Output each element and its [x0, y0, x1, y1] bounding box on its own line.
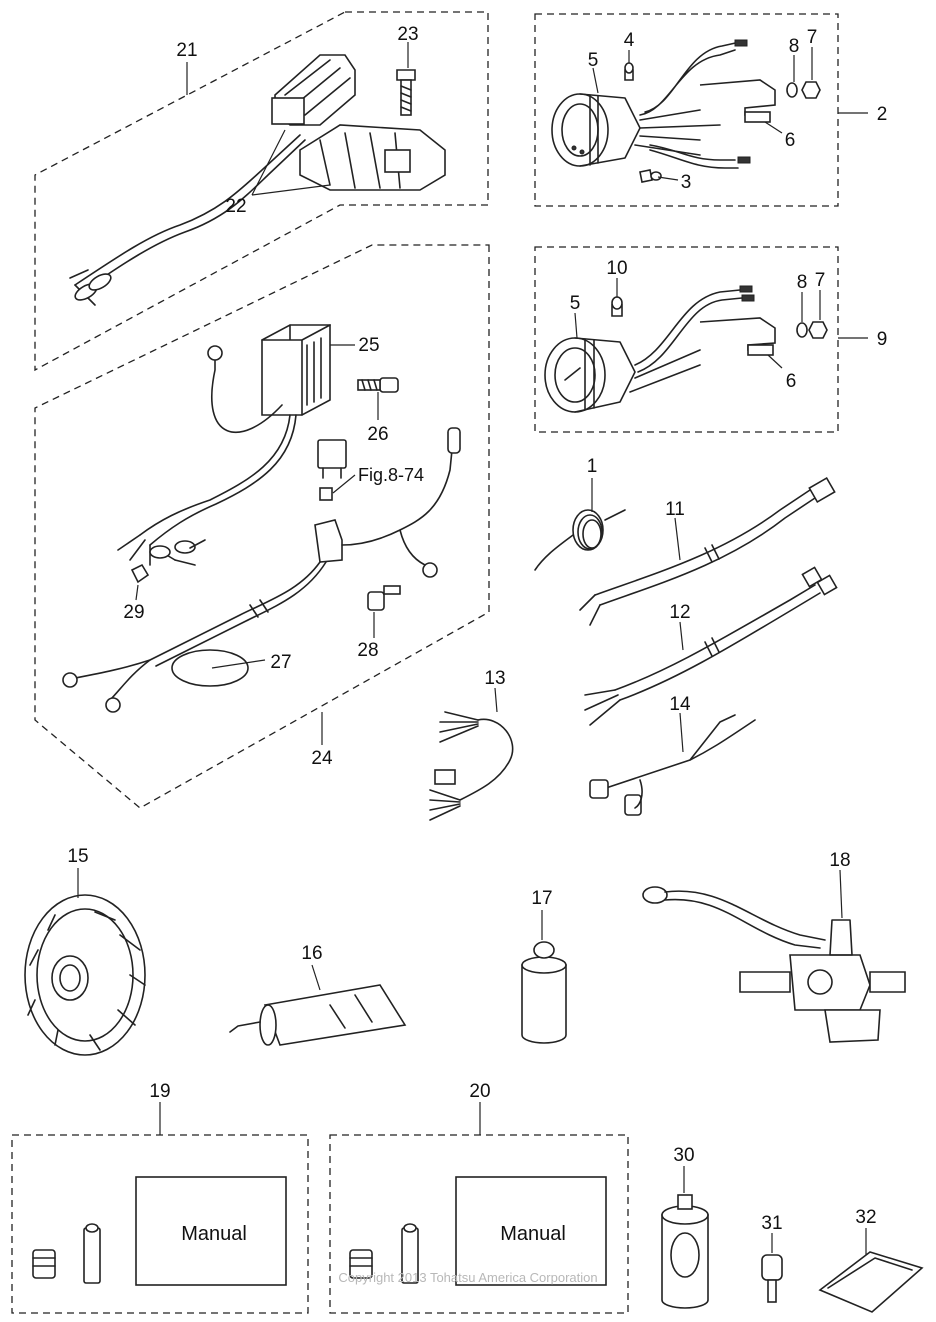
part-31-fitting	[761, 1254, 783, 1303]
manual-label-19: Manual	[181, 1223, 247, 1245]
part-32-pouch	[818, 1251, 924, 1313]
callout-31: 31	[761, 1213, 782, 1234]
callout-15: 15	[67, 846, 88, 867]
part-7-8-nut-washer-bottom	[796, 321, 828, 339]
leader-5a	[592, 67, 599, 94]
callout-16: 16	[301, 943, 322, 964]
callout-6b: 6	[786, 371, 797, 392]
leader-3	[657, 176, 679, 181]
leader-5b	[574, 312, 578, 339]
leader-18	[839, 869, 843, 919]
part-23-bolt	[396, 69, 416, 116]
callout-1: 1	[587, 456, 598, 477]
part-25-rectifier	[139, 324, 331, 546]
callout-25: 25	[358, 335, 379, 356]
part-26-bolt	[357, 377, 399, 393]
callout-14: 14	[669, 694, 691, 715]
part-20-plug-and-fitting	[349, 1223, 419, 1284]
callout-12: 12	[669, 602, 690, 623]
callout-8a: 8	[789, 36, 800, 57]
leader-6b	[767, 354, 783, 369]
callout-22: 22	[225, 196, 246, 217]
part-1-wire-coil	[534, 509, 626, 571]
callout-13: 13	[484, 668, 505, 689]
leader-22	[251, 129, 331, 196]
part-6-bracket-top	[699, 79, 776, 123]
leader-11	[674, 517, 681, 561]
callout-4: 4	[624, 30, 635, 51]
manual-box-20	[455, 1176, 607, 1286]
leader-14	[679, 712, 684, 753]
callout-5b: 5	[570, 293, 581, 314]
part-24-fuse-harness	[62, 427, 461, 713]
leader-16	[311, 964, 321, 991]
callout-11: 11	[665, 499, 685, 520]
callout-18: 18	[829, 850, 850, 871]
manual-box-19	[135, 1176, 287, 1286]
callout-26: 26	[367, 424, 388, 445]
callout-10: 10	[606, 258, 627, 279]
part-6-bracket-bottom	[699, 317, 776, 356]
callout-20: 20	[469, 1081, 490, 1102]
part-10-bulb	[611, 296, 623, 317]
part-30-oil-can	[661, 1194, 709, 1309]
callout-28: 28	[357, 640, 378, 661]
part-25-connectors	[117, 534, 206, 566]
part-relay	[317, 439, 347, 501]
part-3-4-bulbs	[624, 62, 662, 183]
manual-label-20: Manual	[500, 1223, 566, 1245]
group-20-outline	[329, 1134, 629, 1314]
leader-27	[211, 659, 266, 669]
part-18-fuel-connector	[642, 886, 906, 1043]
callout-2: 2	[877, 104, 888, 125]
callout-17: 17	[531, 888, 552, 909]
part-29-cap	[130, 563, 150, 584]
callout-5a: 5	[588, 50, 599, 71]
part-12-cable	[584, 566, 838, 726]
callout-24: 24	[311, 748, 333, 769]
group-2-outline	[534, 13, 839, 207]
leader-fig-ref	[332, 474, 356, 494]
callout-9: 9	[877, 329, 888, 350]
leader-6a	[764, 121, 783, 134]
callout-29: 29	[123, 602, 144, 623]
part-13-harness	[429, 711, 514, 821]
part-5-meter-bottom	[544, 285, 755, 413]
part-16-grease-tube	[229, 984, 407, 1046]
callout-30: 30	[673, 1145, 694, 1166]
group-9-outline	[534, 246, 839, 433]
callout-7a: 7	[807, 27, 818, 48]
callout-21: 21	[176, 40, 197, 61]
leader-13	[494, 687, 498, 713]
part-5-meter-top	[551, 39, 751, 169]
part-7-8-nut-washer-top	[786, 81, 821, 99]
callout-7b: 7	[815, 270, 826, 291]
part-21-ignition-coil-assembly	[69, 54, 446, 306]
callout-8b: 8	[797, 272, 808, 293]
part-11-cable	[579, 476, 836, 626]
callout-32: 32	[855, 1207, 876, 1228]
part-19-plug-and-fitting	[32, 1223, 101, 1284]
part-27-band	[171, 649, 249, 687]
callout-6a: 6	[785, 130, 796, 151]
part-28-bolt	[367, 585, 401, 611]
figure-reference: Fig.8-74	[358, 465, 424, 485]
callout-27: 27	[270, 652, 291, 673]
leader-12	[679, 621, 684, 651]
group-24-outline	[34, 244, 490, 809]
leader-29	[135, 584, 139, 601]
part-17-can	[521, 941, 567, 1044]
copyright-watermark: Copyright 2013 Tohatsu America Corporati…	[338, 1270, 597, 1285]
callout-3: 3	[681, 172, 692, 193]
callout-23: 23	[397, 24, 418, 45]
part-15-flywheel	[24, 894, 146, 1056]
part-14-harness	[589, 714, 756, 816]
callout-19: 19	[149, 1081, 170, 1102]
group-21-outline	[34, 11, 489, 372]
